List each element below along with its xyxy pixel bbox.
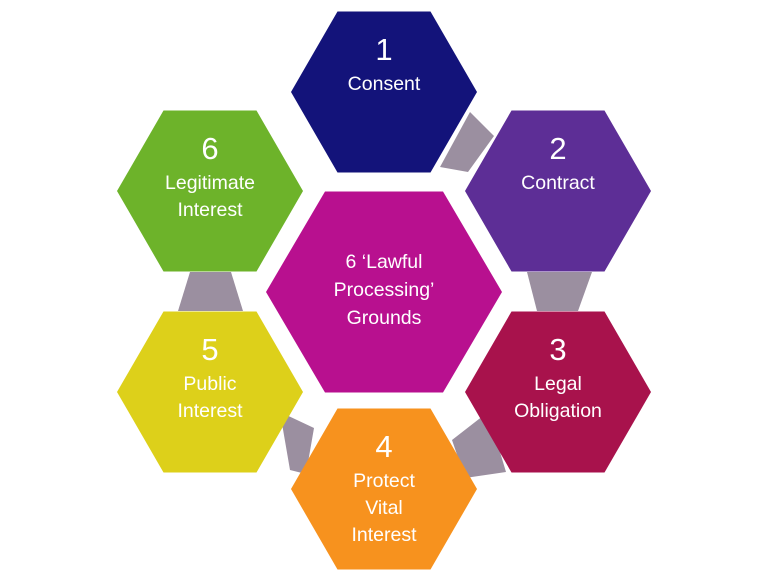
hexagon-consent bbox=[291, 11, 477, 173]
hexagon-public-interest bbox=[117, 311, 303, 473]
connector-4-5 bbox=[280, 412, 314, 474]
connector-1-2 bbox=[440, 112, 494, 172]
connector-2-3 bbox=[527, 272, 592, 311]
center-hexagon bbox=[266, 191, 502, 393]
hexagon-contract bbox=[465, 110, 651, 272]
connector-5-6 bbox=[178, 272, 243, 311]
hexagons-layer bbox=[117, 11, 651, 570]
hexagon-legitimate-interest bbox=[117, 110, 303, 272]
hexagon-protect-vital-interest bbox=[291, 408, 477, 570]
hexagon-legal-obligation bbox=[465, 311, 651, 473]
